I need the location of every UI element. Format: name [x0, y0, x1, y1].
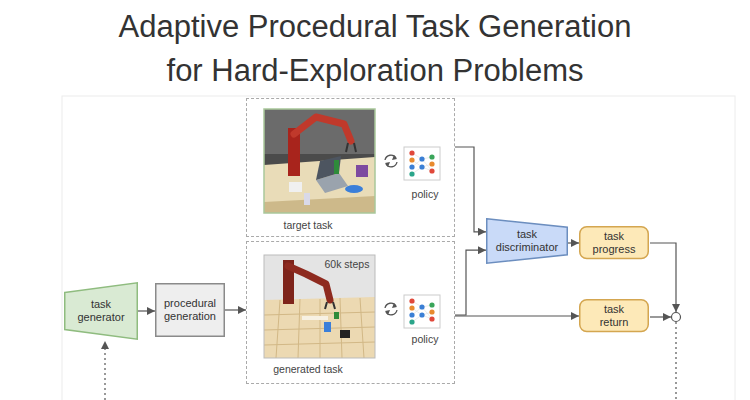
process-box: task progress — [579, 226, 649, 259]
return-sum-wiring — [675, 322, 676, 400]
illustration — [404, 147, 440, 180]
return-sum-wiring — [650, 243, 676, 312]
box-outline — [156, 284, 225, 337]
task-panel: target task policy — [246, 98, 455, 237]
target-task-render — [264, 109, 375, 213]
connector-arrow — [455, 315, 579, 316]
process-box: task discriminator — [486, 218, 568, 264]
generated-task-render — [302, 316, 328, 320]
generated-task-render — [320, 299, 321, 358]
target-task-render — [294, 117, 351, 141]
generated-task-render — [340, 298, 342, 358]
illustration — [404, 295, 440, 328]
box-outline — [580, 227, 649, 259]
target-task-render — [264, 109, 375, 213]
node-text: task return — [592, 303, 636, 328]
node-text: policy — [410, 333, 441, 345]
node-text: task generator — [72, 298, 130, 323]
target-task-render — [264, 109, 375, 213]
box-outline — [65, 283, 138, 340]
box-outline — [487, 219, 568, 264]
generated-task-render — [298, 299, 300, 358]
diagram-frame — [62, 96, 735, 400]
target-task-render — [264, 109, 375, 154]
connector-arrow — [225, 309, 246, 310]
title-block: Adaptive Procedural Task Generation for … — [0, 5, 750, 93]
target-task-render — [346, 143, 356, 152]
target-task-render — [356, 165, 368, 177]
connector-arrow — [138, 310, 155, 311]
generated-task-render — [340, 330, 350, 338]
return-sum-wiring — [672, 313, 681, 322]
node-text: 60k steps — [323, 258, 372, 270]
generated-task-render — [325, 302, 335, 309]
generated-task-render — [288, 266, 330, 300]
target-task-render — [334, 160, 339, 174]
node-text: policy — [410, 188, 441, 200]
connector-arrow — [455, 250, 486, 315]
return-sum-wiring — [105, 243, 681, 400]
task-panel: 60k steps generated task policy — [246, 241, 455, 384]
generated-task-render — [360, 298, 364, 358]
node-text: procedural generation — [159, 297, 221, 322]
generated-task-render — [264, 255, 375, 358]
return-sum-wiring — [650, 316, 671, 317]
process-box: procedural generation — [155, 283, 225, 337]
target-task-render — [264, 157, 375, 213]
node-text: task discriminator — [492, 228, 562, 253]
title-text: Adaptive Procedural Task Generation for … — [105, 5, 645, 93]
process-box: task generator — [64, 282, 138, 340]
generated-task-render — [264, 255, 375, 358]
target-task-render — [316, 156, 341, 180]
target-task-render — [345, 185, 363, 193]
generated-task-render — [264, 298, 375, 358]
generated-task-render — [264, 255, 375, 358]
target-task-render — [304, 193, 310, 205]
target-task-render — [264, 196, 375, 213]
illustration — [385, 303, 397, 315]
illustration — [385, 155, 397, 167]
generated-task-render — [324, 322, 331, 332]
connector-arrow — [568, 242, 579, 243]
node-text: task progress — [588, 230, 640, 255]
box-outline — [580, 300, 649, 332]
generated-task-render — [276, 300, 280, 358]
process-box: task return — [579, 299, 649, 332]
return-sum-wiring — [104, 341, 105, 400]
target-task-render — [289, 182, 302, 192]
node-text: target task — [281, 219, 334, 231]
connector-arrow — [455, 147, 486, 232]
node-text: generated task — [271, 363, 344, 375]
generated-task-render — [334, 312, 339, 319]
generated-task-render — [264, 297, 375, 358]
